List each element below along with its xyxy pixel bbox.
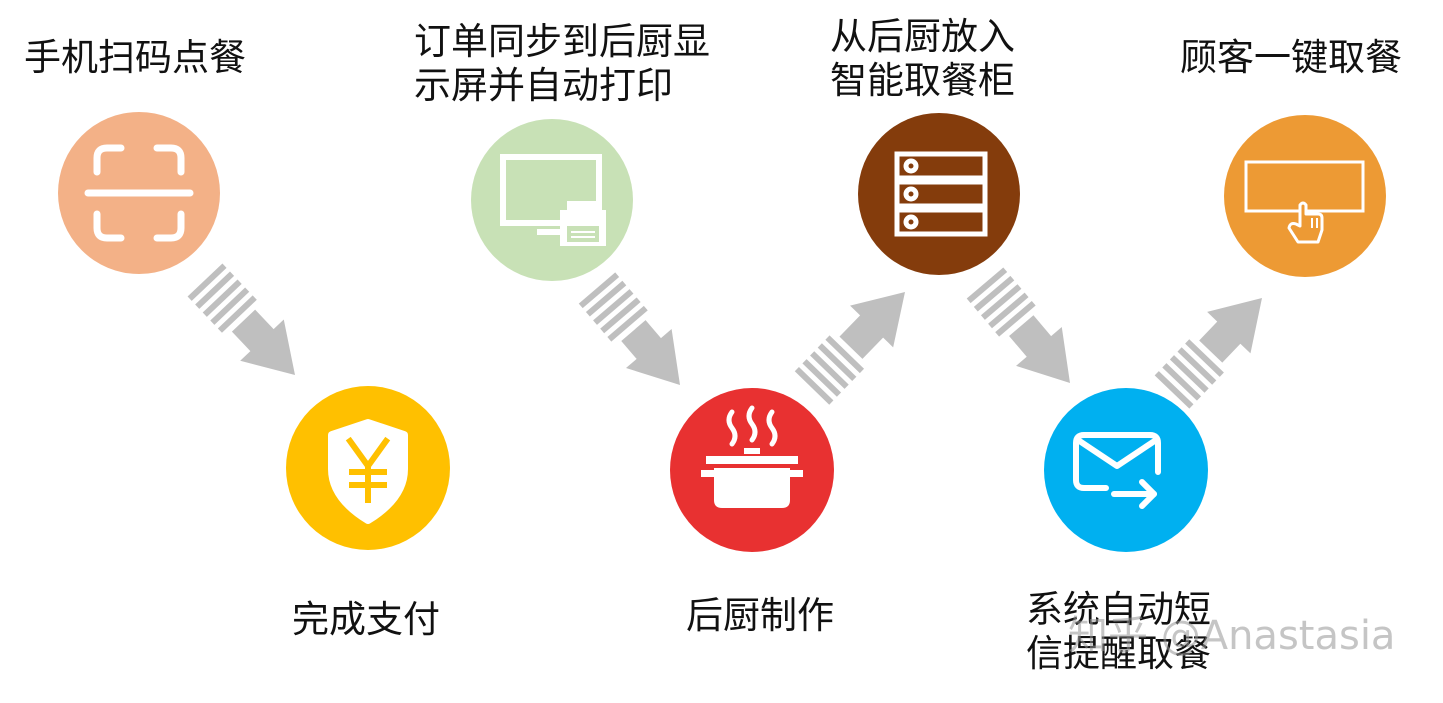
step-3-label: 订单同步到后厨显 示屏并自动打印 [414,20,710,107]
arrow-body [839,292,905,359]
touch-screen-icon [1244,160,1365,244]
step-6-label: 系统自动短 信提醒取餐 [1026,588,1211,675]
arrow-stripe [195,271,235,309]
monitor-printer-icon [500,154,606,246]
arrow-2 [578,272,680,385]
arrow-stripe [825,335,865,374]
arrow-stripe [1162,363,1202,401]
arrow-stripe [1169,355,1209,393]
arrow-5 [1154,298,1262,409]
arrow-stripe [187,263,227,301]
step-4-node [670,388,834,552]
arrow-stripe [817,343,857,381]
arrow-stripe [794,366,834,405]
arrow-stripe [810,351,849,389]
arrow-stripe [600,297,641,334]
step-1-node [58,112,220,274]
arrow-stripe [988,292,1029,329]
step-7-circle [1224,115,1386,277]
arrow-stripe [578,272,620,309]
arrow-stripe [607,305,648,342]
yen-shield-icon [328,419,408,524]
arrow-body [1009,315,1070,383]
step-6-node [1044,388,1208,552]
arrow-body [231,309,295,375]
step-5-label: 从后厨放入 智能取餐柜 [830,15,1015,102]
arrow-stripe [1177,347,1217,385]
step-2-label: 完成支付 [292,598,440,641]
step-7-node [1224,115,1386,277]
step-1-label: 手机扫码点餐 [24,36,246,79]
arrow-body [1199,298,1262,363]
step-5-node [858,113,1020,275]
arrow-stripe [217,295,257,333]
arrow-stripe [1185,339,1224,377]
step-2-node [286,386,450,550]
arrow-stripe [585,280,627,317]
watermark: 知乎 @Anastasia [1068,613,1396,659]
step-6-circle [1044,388,1208,552]
arrow-stripe [202,279,242,317]
mail-forward-icon [1073,432,1161,509]
arrow-stripe [980,284,1022,320]
flow-arrows [187,263,1262,409]
qr-scan-icon [84,144,194,242]
arrow-4 [966,267,1070,383]
arrow-stripe [1154,371,1194,409]
arrow-stripe [973,275,1015,312]
arrow-3 [794,292,905,405]
arrow-stripe [966,267,1008,304]
step-3-node [471,119,633,281]
arrow-1 [187,263,295,375]
arrow-stripe [593,289,634,325]
arrow-stripe [802,359,842,397]
arrow-stripe [995,300,1036,337]
arrow-stripe [210,287,250,325]
step-5-circle [858,113,1020,275]
step-4-label: 后厨制作 [686,594,834,637]
cabinet-icon [894,151,988,237]
step-7-label: 顾客一键取餐 [1180,36,1402,79]
cooking-pot-icon [701,405,803,508]
arrow-body [621,320,680,385]
